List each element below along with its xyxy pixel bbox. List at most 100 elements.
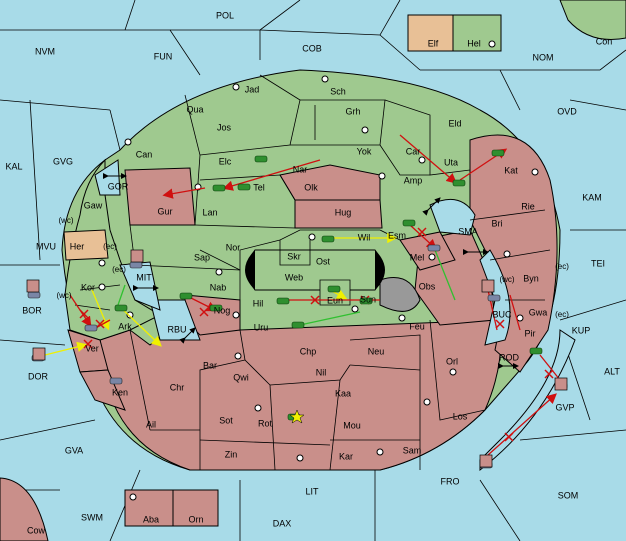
army-unit [209, 304, 223, 312]
land-label-eun: Eun [327, 295, 343, 305]
region-hel[interactable] [452, 14, 502, 52]
retreat-box [130, 249, 144, 263]
land-label-rie: Rie [521, 201, 535, 211]
region-orn[interactable] [172, 489, 219, 527]
land-label-wc2: (wc) [499, 275, 514, 284]
army-unit [327, 285, 341, 293]
supply-center-marker [234, 352, 242, 360]
land-label-zin: Zin [225, 449, 238, 459]
sea-label-nom: NOM [533, 52, 554, 62]
sea-label-dax: DAX [273, 518, 292, 528]
land-label-olk: Olk [304, 182, 318, 192]
sea-label-buc: BUC [492, 309, 512, 319]
army-unit [254, 155, 268, 163]
sea-label-fun: FUN [154, 51, 173, 61]
retreat-box [32, 347, 46, 361]
land-label-jad: Jad [245, 84, 260, 94]
region-elf[interactable] [407, 14, 454, 52]
land-label-ost: Ost [316, 256, 331, 266]
land-label-ark: Ark [118, 321, 132, 331]
land-label-mou: Mou [343, 420, 361, 430]
sea-label-gvg: GVG [53, 156, 73, 166]
sea-label-gvp: GVP [555, 402, 574, 412]
land-label-sam: Sam [403, 445, 422, 455]
land-label-nar: Nar [293, 164, 308, 174]
land-label-gur: Gur [157, 206, 172, 216]
army-unit [276, 297, 290, 305]
army-unit [529, 347, 543, 355]
sea-label-sma: SMA [458, 226, 478, 236]
supply-center-marker [232, 83, 240, 91]
land-label-ec1: (ec) [103, 242, 117, 251]
land-label-ken: Ken [112, 387, 128, 397]
land-label-sot: Sot [219, 415, 233, 425]
land-label-hil: Hil [253, 298, 264, 308]
land-label-chr: Chr [170, 382, 185, 392]
fleet-unit [427, 244, 441, 252]
land-label-sun: Sun [360, 294, 376, 304]
land-label-kat: Kat [504, 165, 518, 175]
land-label-nab: Nab [210, 282, 227, 292]
sea-label-bor: BOR [22, 305, 42, 315]
army-unit [402, 219, 416, 227]
supply-center-marker [503, 250, 511, 258]
supply-center-marker [423, 398, 431, 406]
red-east [469, 134, 558, 373]
supply-centers [98, 40, 539, 501]
region-her[interactable] [63, 229, 109, 261]
land-label-tel: Tel [253, 182, 265, 192]
sea-label-pol: POL [216, 10, 234, 20]
land-label-rot: Rot [258, 418, 273, 428]
region-ken[interactable] [79, 369, 126, 411]
supply-center-marker [418, 156, 426, 164]
land-label-neu: Neu [368, 346, 385, 356]
supply-center-marker [378, 172, 386, 180]
army-unit [179, 292, 193, 300]
sea-label-con: Con [596, 36, 613, 46]
sea-label-ovd: OVD [557, 106, 577, 116]
sea-labels: POL NVM FUN COB NOM Con OVD KAL GVG GOR … [5, 10, 620, 535]
retreat-box [554, 377, 568, 391]
sea-label-mit: MIT [136, 272, 152, 282]
land-label-bri: Bri [492, 218, 503, 228]
land-label-qwi: Qwi [233, 372, 249, 382]
land-label-sch: Sch [330, 86, 346, 96]
land-label-grh: Grh [345, 106, 360, 116]
sea-label-nvm: NVM [35, 46, 55, 56]
supply-center-marker [516, 314, 524, 322]
sea-label-gor: GOR [108, 181, 129, 191]
supply-center-marker [296, 454, 304, 462]
supply-center-marker [449, 368, 457, 376]
fleet-unit [487, 294, 501, 302]
sea-label-rod: ROD [499, 352, 520, 362]
land-label-ail: Ail [146, 419, 156, 429]
sea-label-lit: LIT [305, 486, 319, 496]
land-label-pir: Pir [525, 328, 536, 338]
region-hug[interactable] [294, 199, 383, 229]
army-unit [212, 184, 226, 192]
land-label-lan: Lan [202, 207, 217, 217]
land-label-chp: Chp [300, 346, 317, 356]
supply-center-marker [232, 311, 240, 319]
army-unit [237, 183, 251, 191]
land-label-sap: Sap [194, 252, 210, 262]
mountain-region [379, 277, 421, 312]
region-gur[interactable] [124, 167, 196, 226]
region-mel[interactable] [399, 231, 456, 271]
land-label-uru: Uru [254, 322, 269, 332]
land-label-ver: Ver [85, 343, 99, 353]
land-label-ec3: (ec) [555, 262, 569, 271]
army-unit [114, 304, 128, 312]
sea-label-kal: KAL [5, 161, 22, 171]
supply-center-marker [488, 40, 496, 48]
retreat-box [479, 454, 493, 468]
fleet-unit [84, 324, 98, 332]
land-label-can: Can [136, 149, 153, 159]
army-unit [452, 179, 466, 187]
land-label-amp: Amp [404, 175, 423, 185]
land-label-her: Her [70, 241, 85, 251]
sea-label-kup: KUP [572, 325, 591, 335]
supply-center-marker [351, 305, 359, 313]
land-label-kaa: Kaa [335, 388, 351, 398]
